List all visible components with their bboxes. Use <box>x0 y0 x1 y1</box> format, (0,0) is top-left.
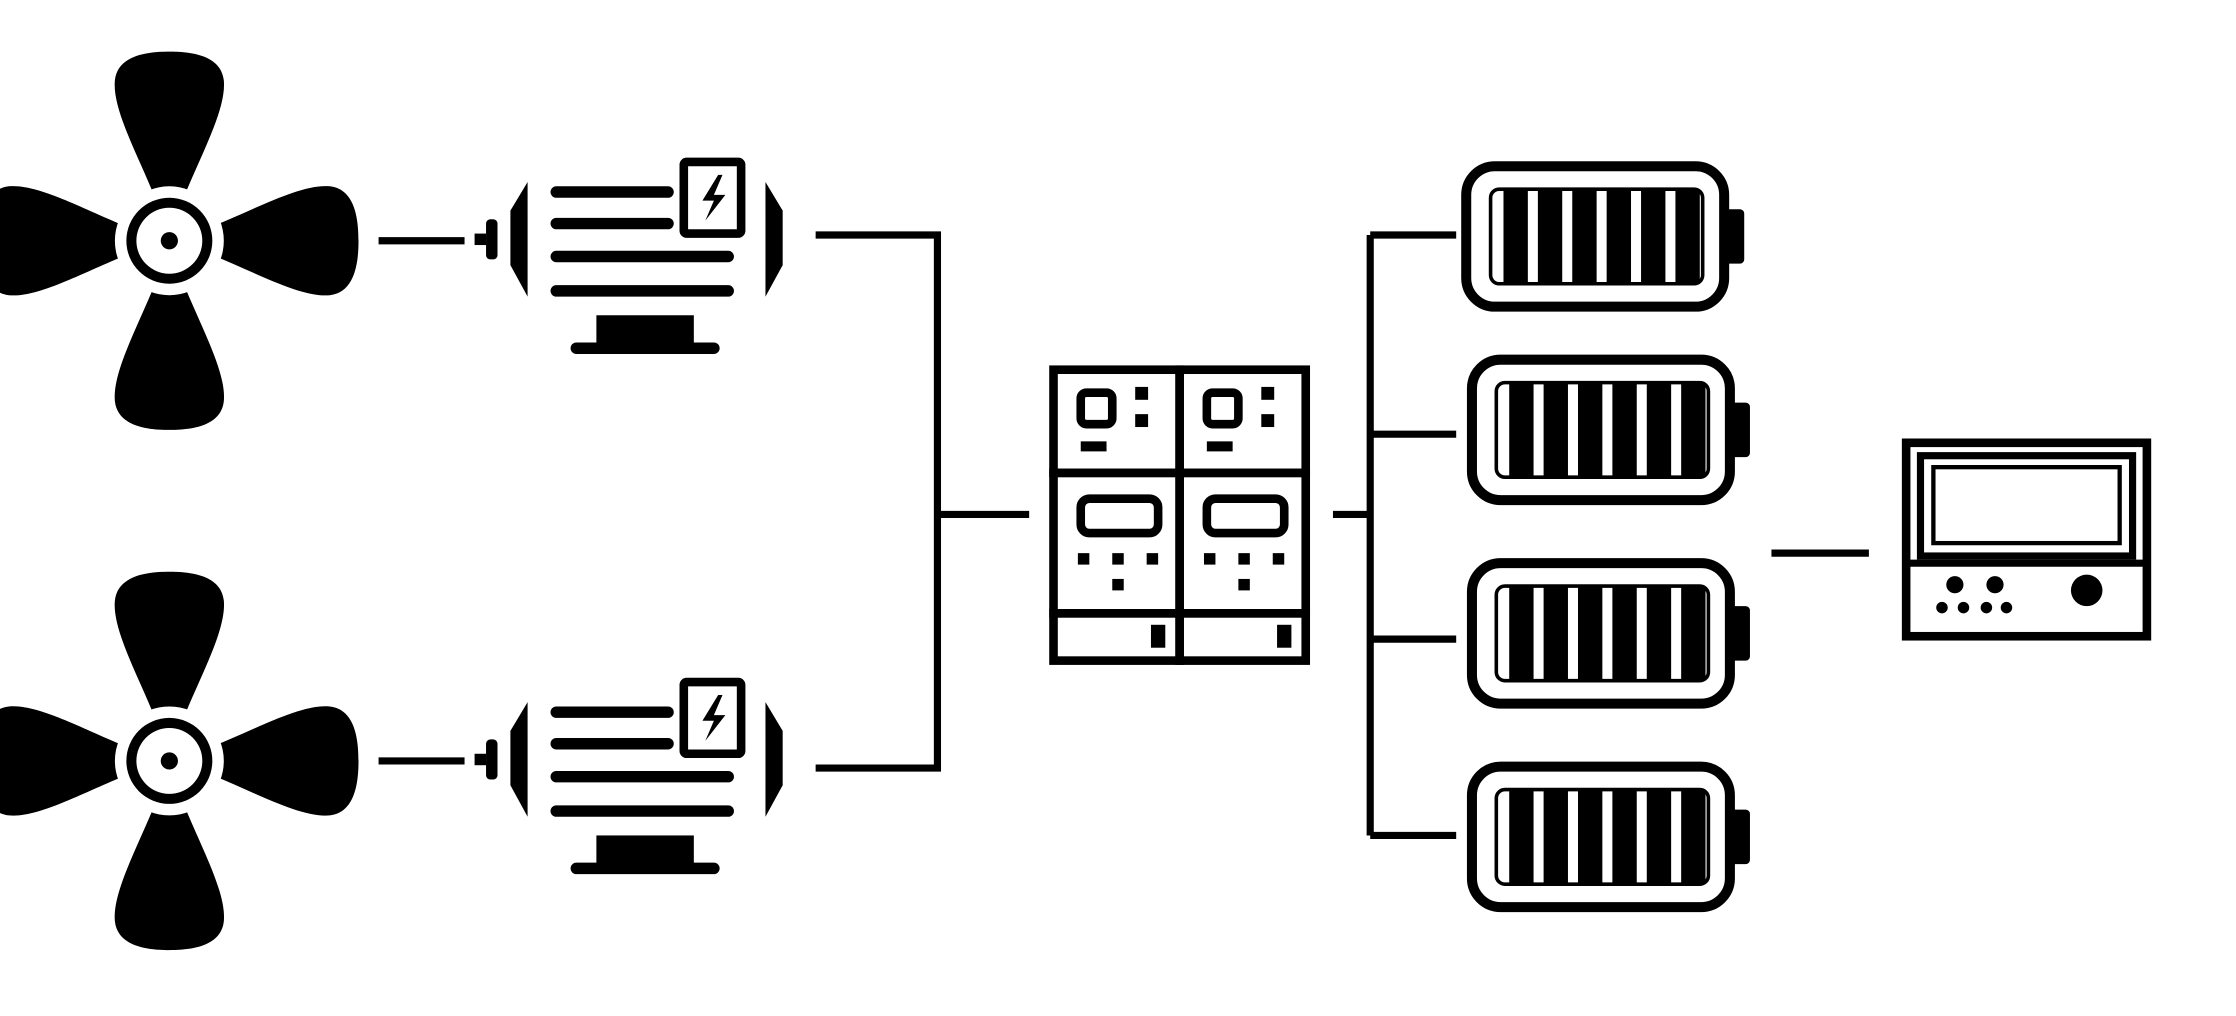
battery-icon <box>1472 563 1750 703</box>
battery-icon <box>1472 360 1750 500</box>
control-monitor-icon <box>1901 438 2152 641</box>
propeller-icon <box>0 51 359 430</box>
propeller-icon <box>0 571 359 951</box>
motor-controller-cabinet-icon <box>1054 370 1306 661</box>
electric-motor-icon <box>475 682 783 874</box>
battery-icon <box>1466 166 1744 306</box>
connection-lines <box>378 231 1869 840</box>
electric-motor-icon <box>475 162 783 354</box>
battery-icon <box>1472 767 1750 907</box>
link-motor1-bus <box>815 231 942 772</box>
